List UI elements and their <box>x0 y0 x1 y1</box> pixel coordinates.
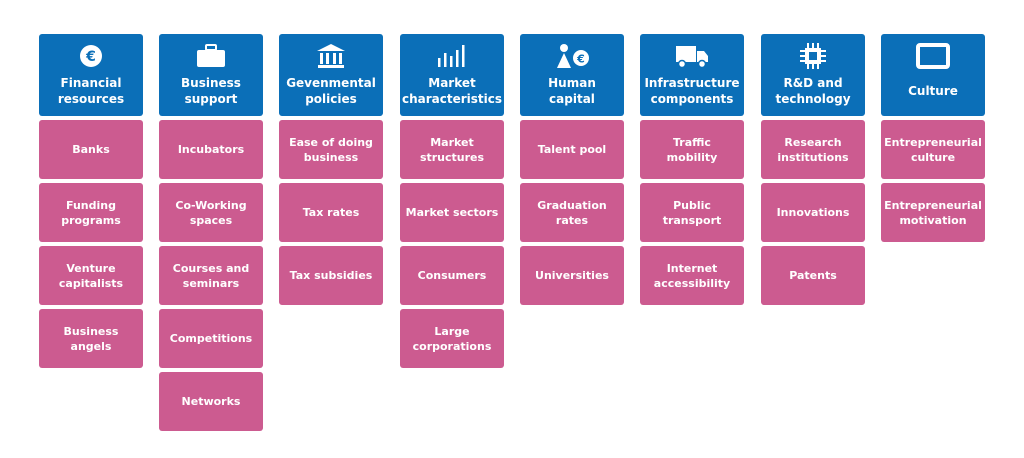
item-networks: Networks <box>159 372 263 431</box>
item-talent-pool: Talent pool <box>520 120 624 179</box>
item-banks: Banks <box>39 120 143 179</box>
item-incubators: Incubators <box>159 120 263 179</box>
briefcase-icon <box>191 42 231 70</box>
person-euro-icon: € <box>552 42 592 70</box>
svg-text:€: € <box>576 53 585 66</box>
government-building-icon <box>311 42 351 70</box>
column-header: Culture <box>881 34 985 116</box>
truck-icon <box>672 42 712 70</box>
item-consumers: Consumers <box>400 246 504 305</box>
item-innovations: Innovations <box>761 183 865 242</box>
item-market-sectors: Market sectors <box>400 183 504 242</box>
chip-icon <box>793 42 833 70</box>
item-tax-rates: Tax rates <box>279 183 383 242</box>
item-tax-subsidies: Tax subsidies <box>279 246 383 305</box>
item-universities: Universities <box>520 246 624 305</box>
column-title: Culture <box>908 84 958 98</box>
monitor-icon <box>913 42 953 70</box>
svg-text:€: € <box>85 49 96 65</box>
bar-chart-icon <box>432 42 472 70</box>
item-competitions: Competitions <box>159 309 263 368</box>
euro-coin-icon: € <box>71 42 111 70</box>
item-patents: Patents <box>761 246 865 305</box>
